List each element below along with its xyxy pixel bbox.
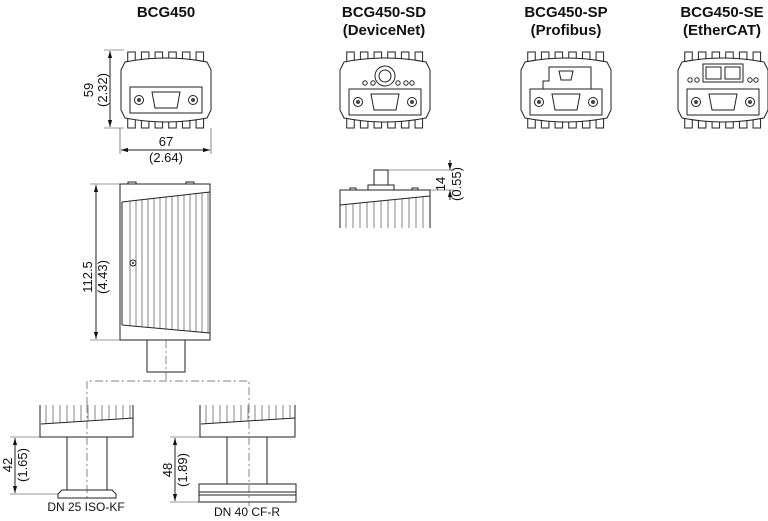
subtitle-profibus: (Profibus) (531, 22, 602, 39)
title-bcg450-sp: BCG450-SP (524, 4, 607, 21)
front-view-bcg450 (120, 51, 212, 129)
ethernet-port-icon (724, 66, 741, 80)
dim-height-in: (2.32) (95, 73, 110, 107)
dim-kf-mm: 42 (0, 458, 15, 472)
dimension-length: 112.5 (4.43) (80, 183, 120, 341)
subtitle-ethercat: (EtherCAT) (683, 22, 761, 39)
flange-dn40-cf: DN 40 CF-R (198, 405, 297, 519)
led-icon (409, 80, 415, 86)
led-icon (747, 77, 753, 83)
dim-kf-in: (1.65) (15, 448, 30, 482)
dim-cf-in: (1.89) (175, 453, 190, 487)
dimension-width: 67 (2.64) (119, 128, 212, 165)
subtitle-devicenet: (DeviceNet) (343, 22, 426, 39)
led-icon (403, 80, 409, 86)
housing (677, 57, 768, 123)
devicenet-connector-icon (373, 169, 389, 186)
led-icon (687, 77, 693, 83)
flange-dn25-kf: DN 25 ISO-KF (39, 405, 134, 514)
dim-cf-mm: 48 (160, 463, 175, 477)
profibus-connector-icon (558, 70, 574, 81)
devicenet-side-detail (339, 169, 431, 228)
label-dn40-cf-r: DN 40 CF-R (214, 505, 280, 519)
dim-connector-mm: 14 (433, 177, 448, 191)
led-icon (694, 77, 700, 83)
devicenet-m12-connector-icon (374, 65, 396, 87)
label-dn25-iso-kf: DN 25 ISO-KF (47, 500, 124, 514)
front-view-sp (520, 51, 612, 129)
ethernet-port-icon (705, 66, 722, 80)
title-bcg450-sd: BCG450-SD (342, 4, 426, 21)
led-icon (370, 80, 376, 86)
dim-width-mm: 67 (159, 134, 173, 149)
dimension-kf: 42 (1.65) (0, 436, 67, 495)
dim-connector-in: (0.55) (449, 167, 464, 201)
front-view-se (677, 51, 768, 129)
dsub-connector-icon (529, 88, 603, 116)
dim-length-in: (4.43) (95, 260, 110, 294)
housing (120, 57, 212, 123)
centerline (86, 380, 250, 405)
led-icon (395, 80, 401, 86)
dsub-connector-icon (686, 88, 760, 116)
title-bcg450-se: BCG450-SE (680, 4, 763, 21)
dimension-height: 59 (2.32) (81, 49, 124, 129)
side-view (119, 181, 211, 380)
dim-length-mm: 112.5 (80, 261, 95, 293)
dim-height-mm: 59 (81, 83, 96, 97)
dsub-connector-icon (129, 86, 203, 114)
led-icon (753, 77, 759, 83)
title-bcg450: BCG450 (137, 4, 195, 21)
dsub-connector-icon (348, 88, 422, 116)
dim-width-in: (2.64) (149, 150, 183, 165)
dimension-connector: 14 (0.55) (388, 160, 464, 201)
housing (520, 57, 612, 123)
front-view-sd (339, 51, 431, 129)
housing (339, 57, 431, 123)
led-icon (362, 80, 368, 86)
dimension-cf: 48 (1.89) (160, 436, 227, 503)
